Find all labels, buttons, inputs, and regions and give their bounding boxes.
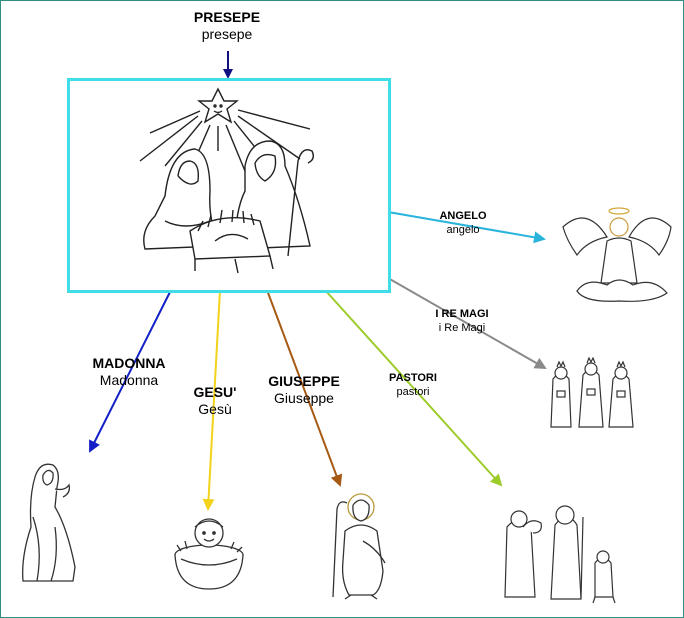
label-angelo: ANGELO angelo (431, 209, 495, 237)
label-giuseppe-lower: Giuseppe (274, 390, 334, 406)
label-angelo-lower: angelo (446, 224, 480, 236)
nativity-frame (67, 78, 391, 293)
label-angelo-upper: ANGELO (439, 210, 487, 222)
gesu-image (174, 518, 244, 590)
label-remagi-lower: i Re Magi (438, 322, 486, 334)
label-pastori-lower: pastori (396, 386, 430, 398)
label-giuseppe-upper: GIUSEPPE (268, 373, 340, 389)
label-pastori: PASTORI pastori (381, 371, 445, 399)
label-madonna: MADONNA Madonna (87, 355, 171, 389)
label-remagi-upper: I RE MAGI (435, 308, 489, 320)
angelo-image (562, 207, 672, 302)
label-giuseppe: GIUSEPPE Giuseppe (261, 373, 347, 407)
giuseppe-image (332, 493, 386, 600)
label-presepe-upper: PRESEPE (193, 9, 261, 25)
label-pastori-upper: PASTORI (389, 372, 437, 384)
pastori-image (504, 505, 616, 604)
arrow-pastori (324, 289, 503, 487)
label-presepe: PRESEPE presepe (181, 9, 273, 43)
arrow-giuseppe (266, 289, 343, 487)
arrow-remagi (387, 277, 547, 369)
label-gesu-upper: GESU' (193, 384, 237, 400)
label-gesu-lower: Gesù (198, 401, 232, 417)
label-remagi: I RE MAGI i Re Magi (421, 307, 503, 335)
label-madonna-lower: Madonna (99, 372, 159, 388)
label-madonna-upper: MADONNA (92, 355, 166, 371)
arrow-gesu (202, 289, 221, 511)
nativity-image (139, 87, 315, 274)
madonna-image (22, 463, 76, 582)
label-presepe-lower: presepe (201, 26, 253, 42)
remagi-image (550, 357, 634, 428)
arrow-angelo (387, 211, 546, 244)
arrow-madonna (89, 289, 172, 453)
label-gesu: GESU' Gesù (189, 384, 241, 418)
